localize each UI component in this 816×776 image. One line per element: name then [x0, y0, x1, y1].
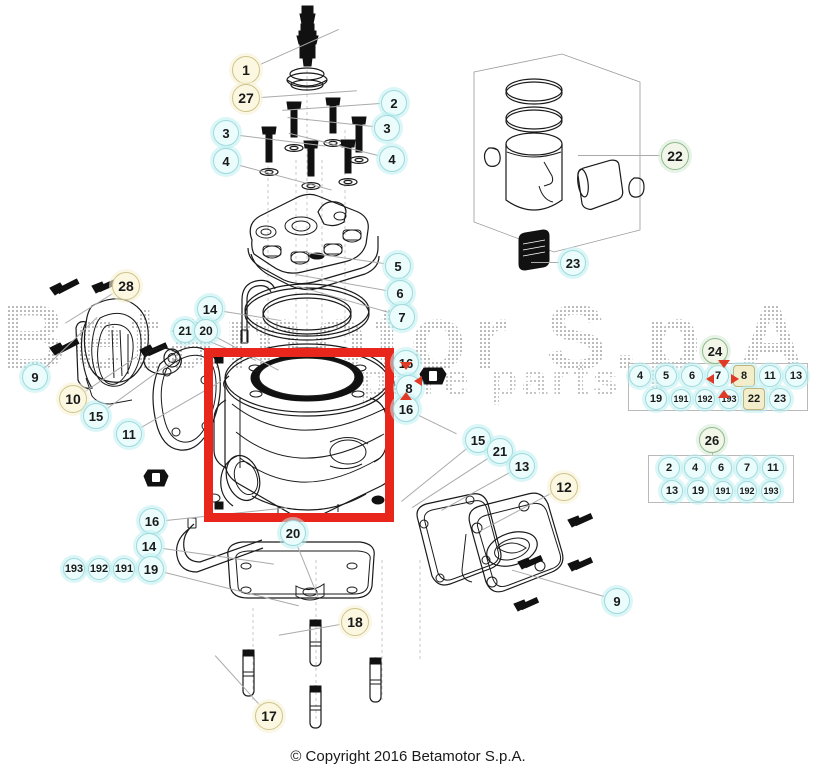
callout-4a[interactable]: 4: [213, 148, 239, 174]
callout-11a[interactable]: 11: [116, 421, 142, 447]
legend-26-header[interactable]: 26: [699, 427, 725, 453]
copyright-notice: © Copyright 2016 Betamotor S.p.A.: [290, 748, 526, 765]
callout-21b[interactable]: 21: [487, 438, 513, 464]
callout-3a[interactable]: 3: [213, 120, 239, 146]
legend-chip-5[interactable]: 5: [655, 364, 677, 387]
callout-16c[interactable]: 16: [139, 508, 165, 534]
callout-15a[interactable]: 15: [83, 403, 109, 429]
callout-20b[interactable]: 20: [280, 520, 306, 546]
callout-9b[interactable]: 9: [604, 588, 630, 614]
legend-chip-13[interactable]: 13: [661, 479, 683, 502]
legend-chip-191[interactable]: 191: [671, 388, 691, 409]
legend-chip-2[interactable]: 2: [658, 456, 680, 479]
breather-pipe-upper: [240, 279, 276, 344]
leader-line: [578, 155, 660, 156]
legend-26-stem: [712, 453, 713, 455]
callout-191a[interactable]: 191: [113, 558, 135, 580]
cylinder-block: [207, 343, 395, 520]
callout-12[interactable]: 12: [550, 473, 578, 501]
power-valve-cover: [461, 492, 564, 593]
callout-14a[interactable]: 14: [197, 296, 223, 322]
leader-line: [531, 262, 559, 263]
power-valve-cover-gasket: [416, 493, 502, 586]
legend-chip-4[interactable]: 4: [629, 364, 651, 387]
legend-chip-192[interactable]: 192: [695, 388, 715, 409]
arrow-8-down: [400, 362, 412, 370]
legend-chip-22[interactable]: 22: [743, 387, 765, 410]
callout-13a[interactable]: 13: [509, 453, 535, 479]
spark-plug-assembly: [286, 5, 328, 91]
legend-chip-191[interactable]: 191: [713, 480, 733, 501]
callout-20a[interactable]: 20: [194, 319, 218, 343]
breather-pipe-lower: [175, 517, 264, 573]
callout-14b[interactable]: 14: [136, 533, 162, 559]
legend-chip-192[interactable]: 192: [737, 480, 757, 501]
rubber-plug: [518, 229, 550, 271]
legend-chip-13[interactable]: 13: [785, 364, 807, 387]
reed-spacer-and-gasket: [139, 342, 182, 375]
legend-chip-19[interactable]: 19: [687, 479, 709, 502]
arrow-8-up: [400, 392, 412, 400]
callout-9a[interactable]: 9: [22, 364, 48, 390]
legend-24-header[interactable]: 24: [702, 338, 728, 364]
cylinder-studs: [242, 619, 382, 729]
legend-chip-11[interactable]: 11: [762, 456, 784, 479]
intake-flange-gasket: [152, 346, 221, 451]
callout-18[interactable]: 18: [341, 608, 369, 636]
callout-193a[interactable]: 193: [63, 558, 85, 580]
cylinder-nut: [143, 469, 169, 487]
reed-valve-screws: [49, 278, 118, 356]
callout-1[interactable]: 1: [232, 56, 260, 84]
cover-screws: [513, 513, 594, 612]
callout-2[interactable]: 2: [381, 90, 407, 116]
arrow-l8-down: [718, 360, 730, 368]
legend-chip-6[interactable]: 6: [710, 456, 732, 479]
head-bolts-and-washers: [259, 97, 369, 191]
legend-chip-4[interactable]: 4: [684, 456, 706, 479]
callout-17[interactable]: 17: [255, 702, 283, 730]
arrow-l8-left: [706, 374, 714, 384]
arrow-l8-right: [731, 374, 739, 384]
callout-192a[interactable]: 192: [88, 558, 110, 580]
head-o-rings: [244, 283, 370, 341]
callout-5[interactable]: 5: [385, 253, 411, 279]
water-union-nut: [419, 367, 447, 385]
callout-19a[interactable]: 19: [138, 556, 164, 582]
callout-23[interactable]: 23: [560, 250, 586, 276]
arrow-8-left: [414, 376, 422, 386]
callout-28[interactable]: 28: [112, 272, 140, 300]
legend-chip-19[interactable]: 19: [645, 387, 667, 410]
callout-27[interactable]: 27: [232, 84, 260, 112]
cylinder-base-gasket: [227, 541, 375, 601]
callout-4b[interactable]: 4: [379, 146, 405, 172]
legend-chip-7[interactable]: 7: [736, 456, 758, 479]
piston-kit-panel: [473, 53, 645, 253]
reed-valve-cage: [75, 298, 149, 405]
callout-10[interactable]: 10: [59, 385, 87, 413]
arrow-l8-up: [718, 390, 730, 398]
legend-chip-11[interactable]: 11: [759, 364, 781, 387]
callout-15b[interactable]: 15: [465, 427, 491, 453]
callout-21a[interactable]: 21: [173, 319, 197, 343]
legend-chip-23[interactable]: 23: [769, 387, 791, 410]
callout-7[interactable]: 7: [389, 304, 415, 330]
legend-chip-6[interactable]: 6: [681, 364, 703, 387]
callout-6[interactable]: 6: [387, 280, 413, 306]
callout-22[interactable]: 22: [661, 142, 689, 170]
callout-3b[interactable]: 3: [374, 115, 400, 141]
legend-chip-193[interactable]: 193: [761, 480, 781, 501]
